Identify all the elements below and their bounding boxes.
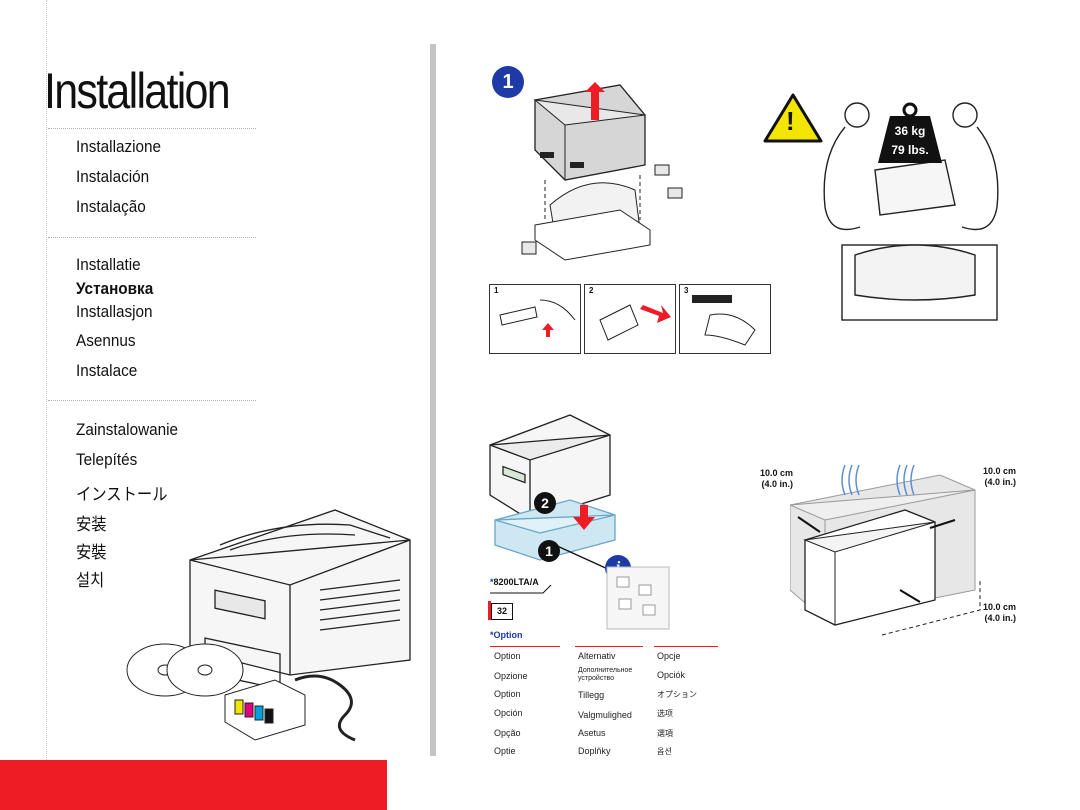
page-title: Installation (44, 63, 231, 119)
language-label: Telepítés (76, 450, 138, 469)
substep-panel-3: 3 (679, 284, 771, 354)
option-text: Optie (494, 746, 516, 756)
option-text: Asetus (578, 728, 606, 738)
option-text: Opcje (657, 651, 681, 661)
language-label: インストール (76, 485, 168, 504)
language-label: Instalace (76, 361, 138, 380)
language-label: 安装 (76, 515, 107, 534)
language-label: Installazione (76, 137, 162, 156)
page-reference: 32 (491, 603, 513, 620)
substep-number: 2 (589, 286, 594, 295)
language-label: Установка (76, 279, 154, 298)
info-pointer (555, 544, 611, 571)
option-text: Opção (494, 728, 521, 738)
divider (48, 400, 256, 401)
language-label: Instalación (76, 167, 150, 186)
language-label: Zainstalowanie (76, 420, 179, 439)
option-rule (654, 646, 718, 647)
option-text: 옵션 (657, 747, 672, 756)
option-text: Opción (494, 708, 523, 718)
printer-kit-illustration (126, 509, 411, 742)
warning-symbol: ! (786, 106, 795, 136)
clearance-in: (4.0 in.) (761, 479, 793, 489)
substep-panel-1: 1 (489, 284, 581, 354)
divider (48, 237, 256, 238)
column-separator (430, 44, 436, 756)
page-reference-marker (488, 601, 491, 620)
clearance-cm: 10.0 cm (982, 602, 1016, 612)
weight-icon (878, 102, 942, 163)
warning-icon (763, 93, 823, 143)
language-label: Instalação (76, 197, 146, 216)
tray-model-label: *8200LTA/A (490, 577, 539, 587)
option-text: Option (494, 651, 521, 661)
option-text: Valgmulighed (578, 710, 632, 720)
clearance-top-right: 10.0 cm (4.0 in.) (958, 466, 1016, 488)
weight-lbs: 79 lbs. (891, 143, 929, 157)
option-text: オプション (657, 690, 697, 699)
weight-kg: 36 kg (894, 124, 926, 138)
option-text: Doplňky (578, 746, 611, 756)
clearance-in: (4.0 in.) (984, 613, 1016, 623)
tray-illustration (489, 414, 616, 561)
option-text: Opciók (657, 670, 686, 680)
option-text: Opzione (494, 671, 528, 681)
tray-step-1-badge: 1 (538, 540, 560, 562)
option-text: 選項 (657, 729, 673, 738)
option-text: Дополнительное устройство (578, 667, 633, 682)
step-1-badge: 1 (492, 66, 524, 98)
tray-model-pointer (490, 585, 552, 594)
unboxing-illustration (521, 82, 683, 261)
option-header: *Option (490, 630, 523, 640)
option-header-label: Option (493, 630, 523, 640)
clearance-bottom-right: 10.0 cm (4.0 in.) (958, 602, 1016, 624)
substep-number: 1 (494, 286, 499, 295)
tray-step-2-badge: 2 (534, 492, 556, 514)
language-label: Asennus (76, 331, 136, 350)
substep-panel-2: 2 (584, 284, 676, 354)
option-text: Alternativ (578, 651, 616, 661)
option-text: Option (494, 689, 521, 699)
manual-reference-illustration (606, 566, 670, 630)
tray-model: 8200LTA/A (493, 577, 539, 587)
margin-guide (46, 0, 47, 810)
language-label: 安裝 (76, 543, 107, 562)
language-label: Installasjon (76, 302, 153, 321)
substep-number: 3 (684, 286, 689, 295)
clearance-top-left: 10.0 cm (4.0 in.) (735, 468, 793, 490)
option-text: Tillegg (578, 690, 605, 700)
option-rule (490, 646, 560, 647)
option-rule (575, 646, 643, 647)
clearance-cm: 10.0 cm (982, 466, 1016, 476)
clearance-in: (4.0 in.) (984, 477, 1016, 487)
footer-accent-bar (0, 760, 387, 810)
clearance-illustration (790, 464, 981, 636)
clearance-cm: 10.0 cm (759, 468, 793, 478)
language-label: Installatie (76, 255, 141, 274)
option-text: 选项 (657, 709, 673, 718)
lifting-illustration (823, 102, 999, 321)
divider (48, 128, 256, 129)
language-label: 설치 (76, 571, 105, 590)
